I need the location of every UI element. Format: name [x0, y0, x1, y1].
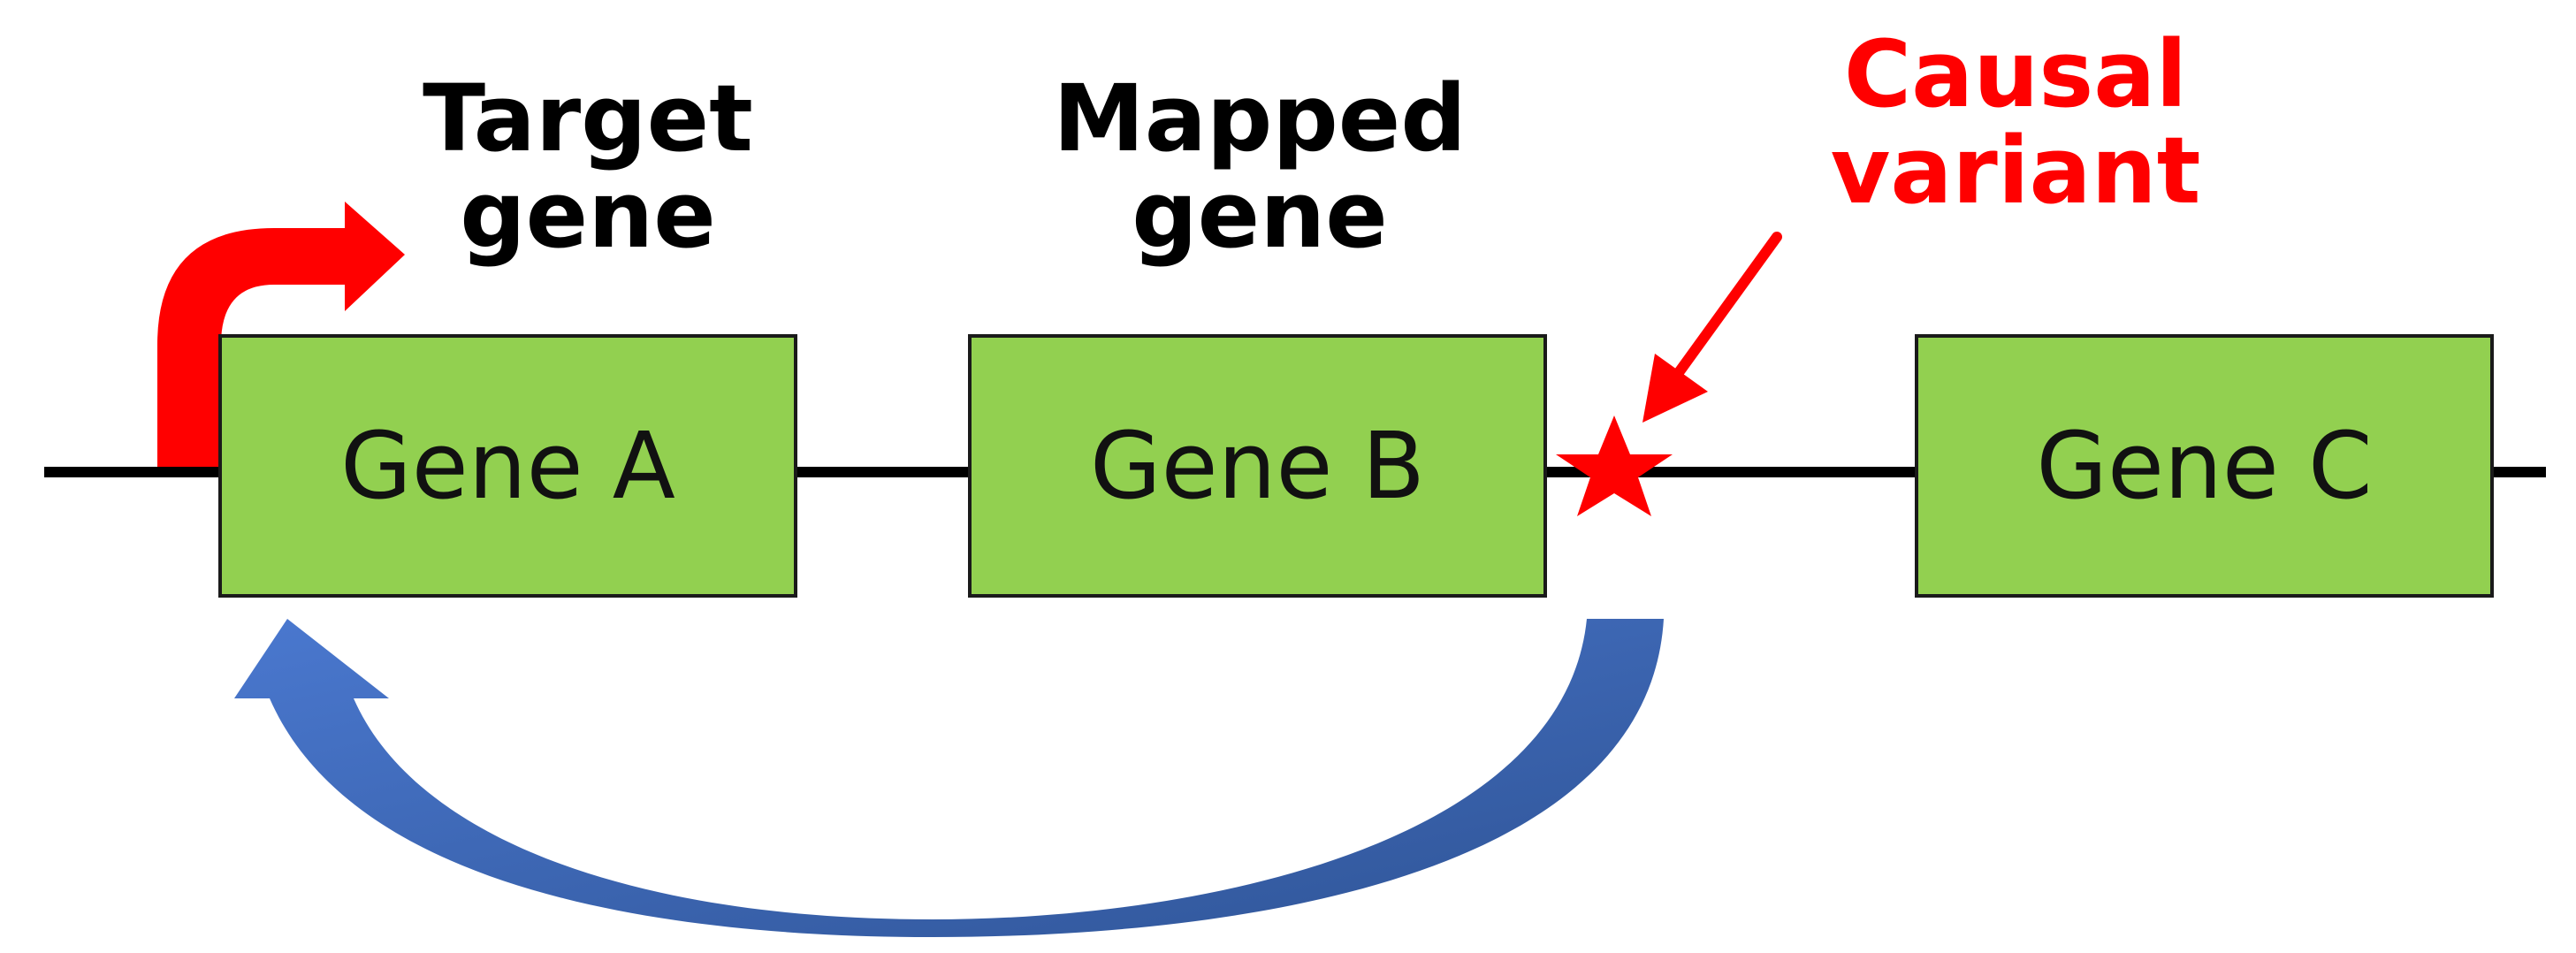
- causal-variant-label-line1: Causal: [1843, 20, 2188, 128]
- gene-c-label: Gene C: [2036, 412, 2373, 520]
- mapped-gene-label-line2: gene: [1132, 161, 1388, 270]
- variant-star-icon: [1556, 416, 1673, 516]
- variant-pointer-line: [1674, 232, 1782, 377]
- gene-box-b: Gene B: [968, 334, 1547, 598]
- causal-variant-label: Causal variant: [1795, 20, 2237, 225]
- gene-box-c: Gene C: [1915, 334, 2494, 598]
- target-gene-label-line2: gene: [460, 161, 716, 270]
- gene-box-a: Gene A: [218, 334, 797, 598]
- causal-variant-label-line2: variant: [1830, 117, 2201, 225]
- target-gene-label: Target gene: [398, 65, 778, 270]
- regulatory-arrow-icon: [234, 619, 1664, 937]
- gene-a-label: Gene A: [340, 412, 675, 520]
- gene-b-label: Gene B: [1090, 412, 1425, 520]
- variant-pointer-arrow-icon: [1642, 354, 1708, 423]
- mapped-gene-label: Mapped gene: [1039, 65, 1481, 270]
- mapped-gene-label-line1: Mapped: [1053, 65, 1467, 172]
- target-gene-label-line1: Target: [423, 65, 753, 172]
